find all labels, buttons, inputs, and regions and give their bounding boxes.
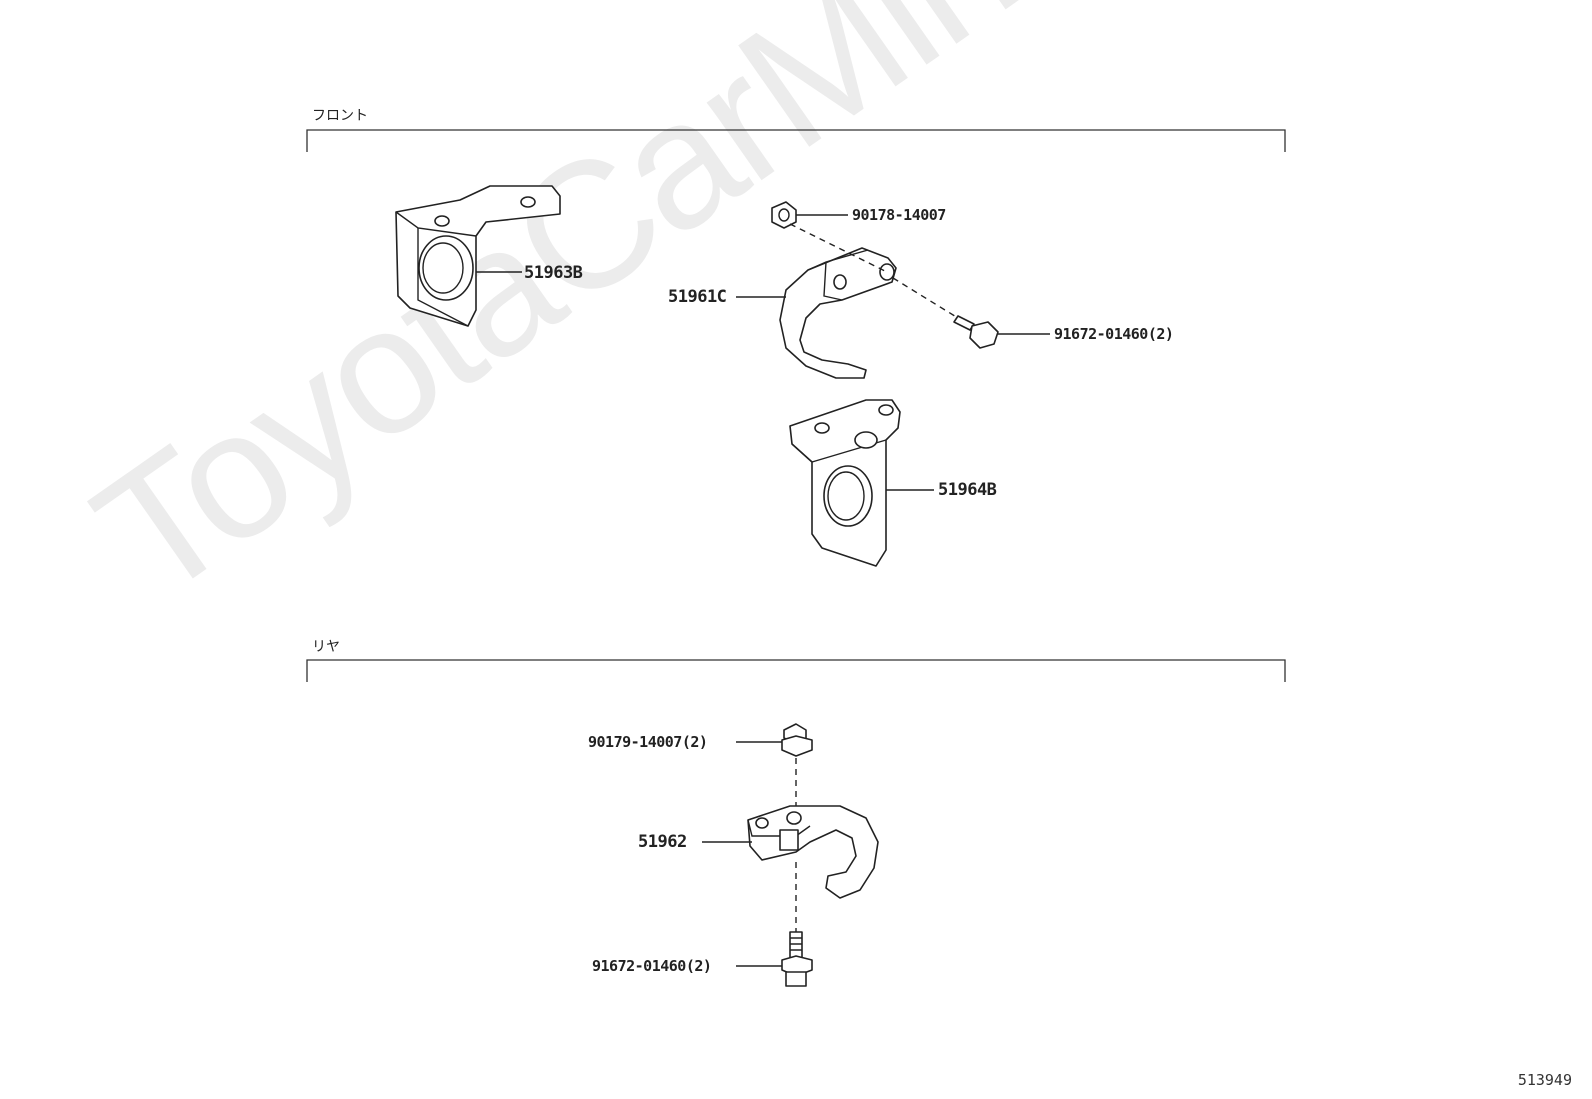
part-90178-14007-nut (771, 201, 888, 273)
callout-90178-14007: 90178-14007 (852, 206, 946, 224)
front-section-bracket (306, 129, 1286, 152)
callout-51963b: 51963B (524, 263, 583, 283)
callout-91672-01460-front: 91672-01460(2) (1054, 325, 1174, 343)
part-90179-14007-nut (736, 723, 813, 810)
callout-91672-01460-rear: 91672-01460(2) (592, 957, 712, 975)
image-id-label: 513949 (1517, 1071, 1572, 1089)
part-51961c-hook (736, 247, 897, 379)
part-51963b-bracket (395, 185, 561, 327)
part-51964b-bracket (789, 399, 934, 567)
section-label-rear: リヤ (312, 639, 340, 655)
rear-section-bracket (306, 659, 1286, 682)
part-91672-01460-bolt-front (892, 277, 1050, 349)
callout-51964b: 51964B (938, 480, 997, 500)
callout-51962: 51962 (638, 832, 687, 852)
part-91672-01460-bolt-rear (736, 931, 813, 987)
callout-51961c: 51961C (668, 287, 727, 307)
part-51962-hook (702, 805, 879, 932)
callout-90179-14007: 90179-14007(2) (588, 733, 708, 751)
section-label-front: フロント (312, 108, 368, 124)
